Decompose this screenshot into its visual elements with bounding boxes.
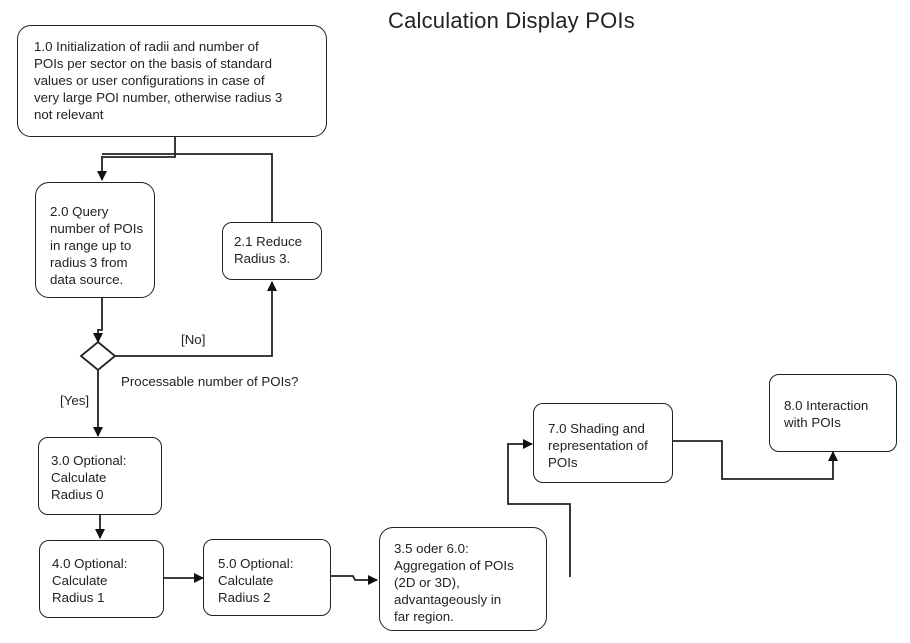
node-2-1-reduce-radius: 2.1 Reduce Radius 3.	[222, 222, 322, 280]
node-7-0-shading: 7.0 Shading and representation of POIs	[533, 403, 673, 483]
decision-no-label: [No]	[181, 332, 206, 347]
edge-5-to-3-5	[331, 575, 378, 585]
node-3-0-radius-0: 3.0 Optional: Calculate Radius 0	[38, 437, 162, 515]
node-2-0-query: 2.0 Query number of POIs in range up to …	[35, 182, 155, 298]
edge-7-to-8	[673, 440, 838, 480]
edge-1-to-2	[97, 137, 176, 181]
decision-yes-label: [Yes]	[60, 393, 90, 408]
node-3-0-text: 3.0 Optional: Calculate Radius 0	[51, 453, 127, 502]
decision-diamond	[79, 340, 117, 372]
edge-2-to-decision	[93, 298, 103, 343]
node-4-0-text: 4.0 Optional: Calculate Radius 1	[52, 556, 128, 605]
node-1-0-initialization: 1.0 Initialization of radii and number o…	[17, 25, 327, 137]
node-2-0-text: 2.0 Query number of POIs in range up to …	[50, 204, 144, 287]
node-7-0-text: 7.0 Shading and representation of POIs	[548, 421, 648, 470]
node-1-0-text: 1.0 Initialization of radii and number o…	[34, 39, 283, 122]
node-2-1-text: 2.1 Reduce Radius 3.	[234, 234, 303, 266]
edge-2-1-loop-back	[102, 153, 273, 222]
node-8-0-text: 8.0 Interaction with POIs	[784, 398, 869, 430]
diagram-title: Calculation Display POIs	[388, 8, 635, 33]
edge-3-5-to-7	[507, 439, 571, 577]
node-3-5-text: 3.5 oder 6.0: Aggregation of POIs (2D or…	[394, 541, 514, 624]
edge-decision-no	[115, 281, 277, 357]
node-4-0-radius-1: 4.0 Optional: Calculate Radius 1	[39, 540, 164, 618]
node-5-0-radius-2: 5.0 Optional: Calculate Radius 2	[203, 539, 331, 616]
decision-question: Processable number of POIs?	[121, 374, 299, 389]
node-5-0-text: 5.0 Optional: Calculate Radius 2	[218, 556, 294, 605]
node-3-5-aggregation: 3.5 oder 6.0: Aggregation of POIs (2D or…	[379, 527, 547, 631]
node-8-0-interaction: 8.0 Interaction with POIs	[769, 374, 897, 452]
